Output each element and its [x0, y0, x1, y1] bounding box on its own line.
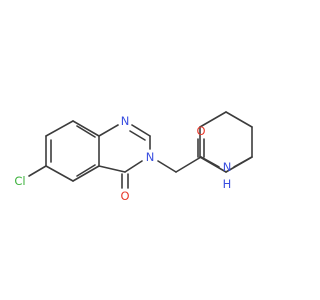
- bond: [225, 111, 253, 128]
- bond: [45, 120, 74, 137]
- molecule-structure: Cl O N N O N H: [14, 111, 253, 203]
- bond: [72, 120, 100, 137]
- atom-n1: N: [121, 114, 130, 128]
- bond: [199, 156, 227, 173]
- bond: [98, 124, 119, 137]
- bond: [98, 165, 126, 173]
- bond-double-inner: [76, 164, 96, 177]
- atom-cl: Cl: [14, 174, 25, 188]
- bond: [28, 165, 47, 177]
- atom-n3: N: [146, 150, 155, 164]
- atom-o-amide: O: [196, 124, 205, 138]
- bond: [199, 111, 227, 128]
- bond-double-inner: [129, 130, 146, 141]
- atom-labels: Cl O N N O N H: [14, 114, 231, 203]
- bond: [225, 156, 253, 173]
- atom-o-ketone: O: [120, 189, 129, 203]
- bond-lines: [28, 111, 253, 189]
- atom-n-amide: N: [223, 160, 232, 174]
- bond-double-inner: [76, 125, 96, 138]
- bond: [124, 160, 143, 173]
- bond: [131, 124, 151, 137]
- bond: [175, 156, 202, 173]
- bond: [72, 165, 100, 182]
- bond: [45, 165, 74, 182]
- bond: [157, 160, 177, 173]
- atom-h-amide: H: [223, 177, 232, 191]
